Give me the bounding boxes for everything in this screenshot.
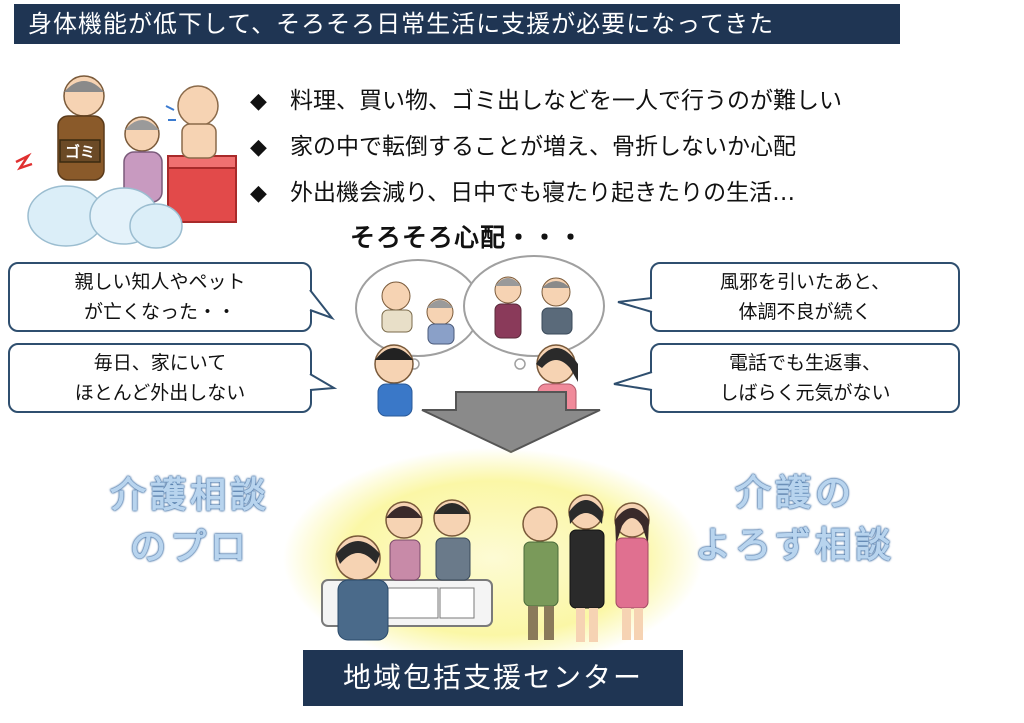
elderly-garbage-illustration: ゴミ (15, 75, 237, 249)
consultation-label: 介護の よろず相談 (694, 473, 895, 566)
page-title: 身体機能が低下して、そろそろ日常生活に支援が必要になってきた (14, 4, 900, 44)
bubble-tails (309, 289, 653, 391)
consultation-illustration (321, 494, 650, 642)
diamond-icon: ◆ (250, 181, 267, 206)
diamond-icon: ◆ (250, 89, 267, 114)
speech-bubble-top-right: 風邪を引いたあと、 体調不良が続く (650, 262, 960, 332)
concern-item: ◆料理、買い物、ゴミ出しなどを一人で行うのが難しい (250, 78, 1010, 124)
down-arrow-icon (421, 391, 601, 454)
pro-label: 介護相談 のプロ (109, 475, 270, 568)
worry-heading: そろそろ心配・・・ (350, 223, 585, 252)
concern-list: ◆料理、買い物、ゴミ出しなどを一人で行うのが難しい ◆家の中で転倒することが増え… (250, 78, 1010, 216)
concern-item: ◆家の中で転倒することが増え、骨折しないか心配 (250, 124, 1010, 170)
community-support-center-label: 地域包括支援センター (303, 650, 683, 706)
garbage-sign-text: ゴミ (65, 143, 95, 161)
speech-bubble-bottom-right: 電話でも生返事、 しばらく元気がない (650, 343, 960, 413)
diamond-icon: ◆ (250, 135, 267, 160)
concern-item: ◆外出機会減り、日中でも寝たり起きたりの生活… (250, 170, 1010, 216)
speech-bubble-bottom-left: 毎日、家にいて ほとんど外出しない (8, 343, 312, 413)
speech-bubble-top-left: 親しい知人やペット が亡くなった・・ (8, 262, 312, 332)
